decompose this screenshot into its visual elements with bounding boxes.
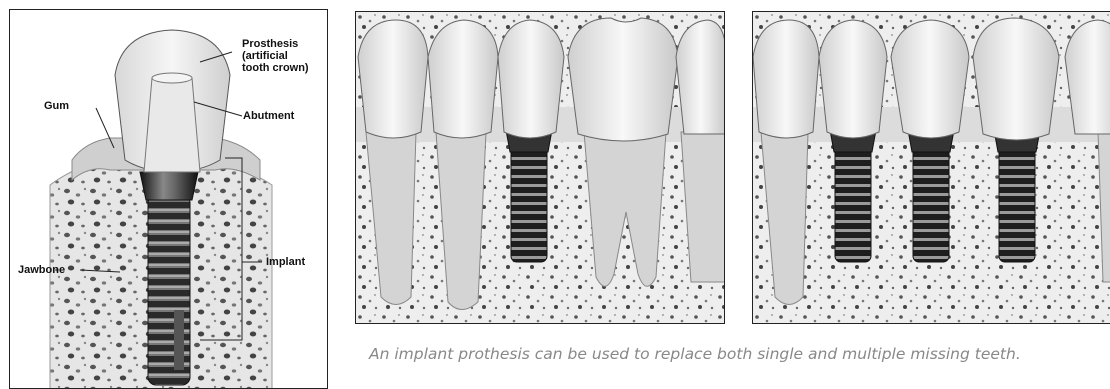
single-implant-illustration (355, 11, 725, 324)
prosthesis-label-line-2: (artificial (242, 50, 309, 62)
multiple-tooth-replacement-drawing (753, 12, 1110, 324)
gum-label: Gum (44, 100, 69, 112)
single-tooth-replacement-drawing (356, 12, 725, 324)
prosthesis-label: Prosthesis (artificial tooth crown) (242, 38, 309, 74)
implant-label: Implant (266, 256, 305, 268)
prosthesis-label-line-3: tooth crown) (242, 62, 309, 74)
jawbone-label: Jawbone (18, 264, 65, 276)
abutment-label: Abutment (243, 110, 294, 122)
multiple-implants-illustration (752, 11, 1110, 324)
figure-caption: An implant prothesis can be used to repl… (369, 345, 1021, 363)
implant-anatomy-diagram: Prosthesis (artificial tooth crown) Abut… (9, 9, 328, 389)
prosthesis-label-line-1: Prosthesis (242, 38, 309, 50)
